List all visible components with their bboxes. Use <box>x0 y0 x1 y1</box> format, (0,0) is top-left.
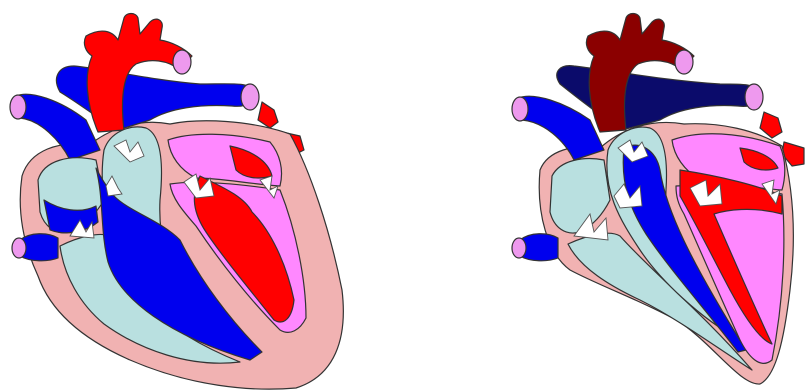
pulmonary-vein-upper <box>760 112 782 138</box>
superior-vena-cava-cap <box>512 97 528 121</box>
inferior-vena-cava-cap <box>12 238 26 258</box>
pulmonary-vein-upper <box>258 102 278 128</box>
pulmonary-artery-cap <box>241 84 259 110</box>
heart-right <box>512 14 804 385</box>
aorta-cap <box>173 50 191 74</box>
superior-vena-cava-cap <box>10 95 26 119</box>
pulmonary-artery-cap <box>745 84 763 110</box>
heart-left <box>10 14 343 390</box>
aorta-cap <box>675 50 693 74</box>
inferior-vena-cava-cap <box>512 238 526 258</box>
